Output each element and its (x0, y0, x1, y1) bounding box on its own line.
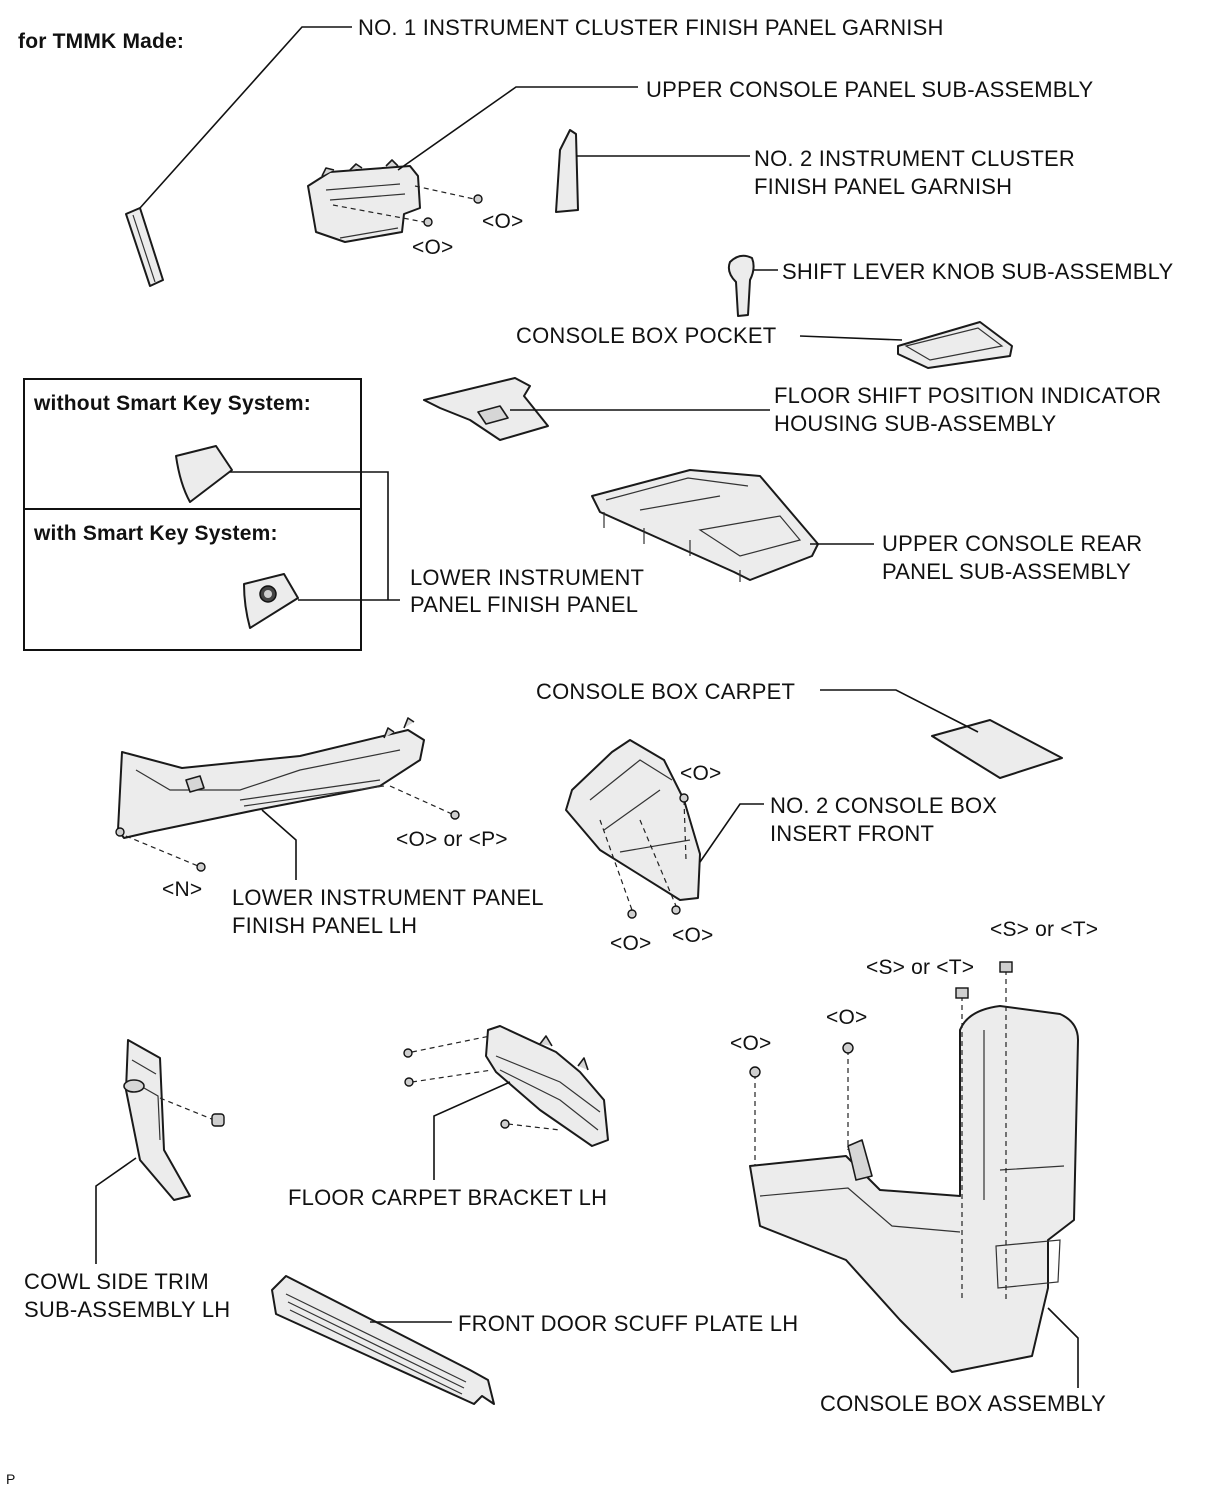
no1-garnish-leader (139, 26, 352, 209)
scuff-plate-part (271, 1275, 495, 1405)
label-scuff-plate: FRONT DOOR SCUFF PLATE LH (458, 1311, 799, 1336)
screw-o-5 (671, 905, 681, 915)
console-box-pocket-leader (799, 335, 903, 341)
screw-o-3 (679, 793, 689, 803)
label-shift-knob: SHIFT LEVER KNOB SUB-ASSEMBLY (782, 259, 1174, 284)
no2-insert-front-leader (699, 803, 764, 863)
screw-o-2 (423, 217, 433, 227)
finish-panel-with-smart-key (243, 573, 299, 629)
screw-n (196, 862, 206, 872)
label-floor-shift-2: HOUSING SUB-ASSEMBLY (774, 411, 1057, 436)
screw-o-6 (749, 1066, 761, 1078)
label-no2-insert-2: INSERT FRONT (770, 821, 935, 846)
console-box-assembly-part (749, 1005, 1079, 1373)
label-lower-ip-lh-2: FINISH PANEL LH (232, 913, 418, 938)
callout-without-title: without Smart Key System: (34, 392, 311, 415)
label-upper-console-panel: UPPER CONSOLE PANEL SUB-ASSEMBLY (646, 77, 1094, 102)
console-box-pocket-part (897, 321, 1013, 369)
upper-console-panel-part (307, 159, 421, 243)
label-floor-shift-1: FLOOR SHIFT POSITION INDICATOR (774, 383, 1162, 408)
bolt-s-or-t-1 (955, 987, 969, 999)
footer-code: P (6, 1471, 16, 1487)
floor-shift-housing-part (423, 377, 549, 441)
label-cowl-side-2: SUB-ASSEMBLY LH (24, 1297, 231, 1322)
console-box-carpet-leader (820, 689, 979, 733)
shift-knob-part (727, 254, 755, 317)
label-console-box-assembly: CONSOLE BOX ASSEMBLY (820, 1391, 1107, 1416)
no2-garnish-part (555, 129, 579, 213)
label-no2-garnish-2: FINISH PANEL GARNISH (754, 174, 1013, 199)
cowl-side-trim-part (123, 1039, 191, 1201)
label-console-box-pocket: CONSOLE BOX POCKET (516, 323, 777, 348)
label-console-box-carpet: CONSOLE BOX CARPET (536, 679, 796, 704)
upper-console-rear-part (591, 469, 819, 582)
label-no1-garnish: NO. 1 INSTRUMENT CLUSTER FINISH PANEL GA… (358, 15, 944, 40)
bolt-s-or-t-2 (999, 961, 1013, 973)
label-lower-ip-finish-2: PANEL FINISH PANEL (410, 592, 639, 617)
screw-o-4 (627, 909, 637, 919)
lower-ip-lh-part (115, 717, 425, 839)
no1-garnish-part (125, 207, 164, 287)
callout-with-title: with Smart Key System: (34, 522, 278, 545)
fastener-o-c: <O> (680, 762, 722, 785)
fastener-o-f: <O> (826, 1006, 868, 1029)
header-title: for TMMK Made: (18, 30, 185, 53)
floor-carpet-bracket-leader (433, 1081, 511, 1180)
label-no2-insert-1: NO. 2 CONSOLE BOX (770, 793, 998, 818)
screw-o-or-p (450, 810, 460, 820)
clip (211, 1113, 225, 1127)
label-cowl-side-1: COWL SIDE TRIM (24, 1269, 209, 1294)
cowl-side-trim-leader (95, 1157, 137, 1264)
console-box-carpet-part (931, 719, 1063, 779)
console-box-assembly-leader (1047, 1307, 1079, 1388)
fastener-o-or-p: <O> or <P> (396, 828, 508, 851)
screw-o-1 (473, 194, 483, 204)
fastener-o-g: <O> (730, 1032, 772, 1055)
fastener-s-or-t-b: <S> or <T> (866, 956, 975, 979)
label-lower-ip-finish-1: LOWER INSTRUMENT (410, 565, 645, 590)
lower-ip-lh-leader (261, 809, 297, 880)
screw-o-7 (842, 1042, 854, 1054)
fastener-s-or-t-a: <S> or <T> (990, 918, 1099, 941)
label-upper-console-rear-2: PANEL SUB-ASSEMBLY (882, 559, 1131, 584)
floor-carpet-bracket-part (485, 1025, 609, 1147)
fastener-o-a: <O> (482, 210, 524, 233)
label-upper-console-rear-1: UPPER CONSOLE REAR (882, 531, 1143, 556)
finish-panel-without-smart-key (175, 445, 233, 503)
smart-key-callout-box (23, 378, 362, 651)
fastener-o-e: <O> (672, 924, 714, 947)
fastener-n: <N> (162, 878, 203, 901)
no2-insert-front-part (565, 739, 701, 901)
fastener-o-b: <O> (412, 236, 454, 259)
lower-ip-finish-leader-a (230, 471, 389, 600)
label-lower-ip-lh-1: LOWER INSTRUMENT PANEL (232, 885, 544, 910)
fastener-o-d: <O> (610, 932, 652, 955)
upper-console-panel-leader (397, 86, 638, 171)
label-floor-carpet-bracket: FLOOR CARPET BRACKET LH (288, 1185, 608, 1210)
label-no2-garnish-1: NO. 2 INSTRUMENT CLUSTER (754, 146, 1075, 171)
